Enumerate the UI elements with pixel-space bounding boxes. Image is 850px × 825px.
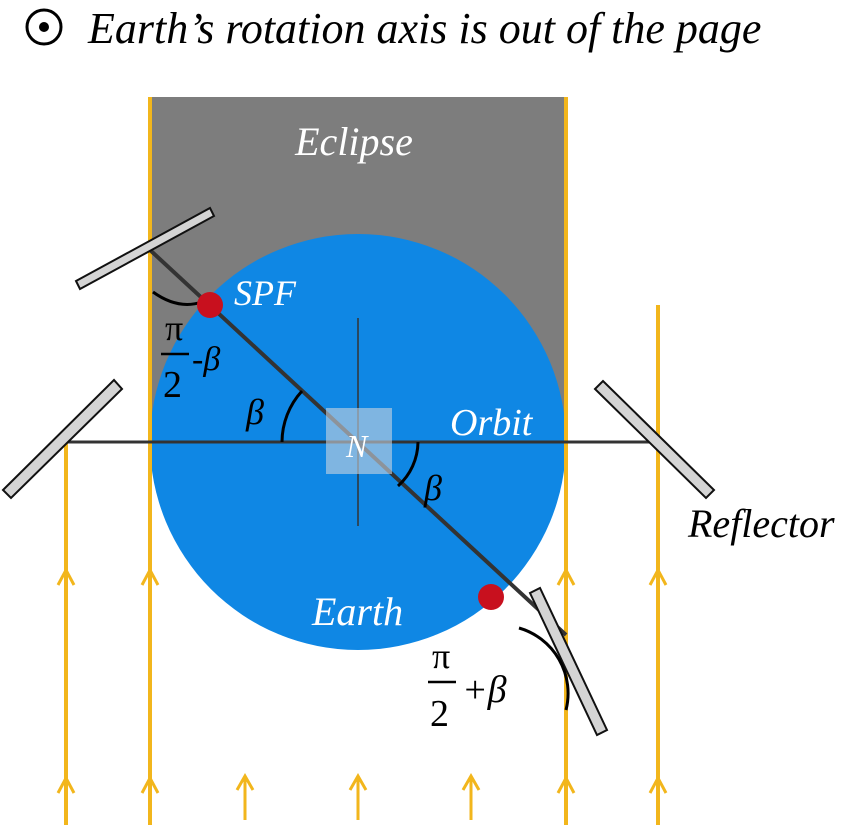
caption: Earth’s rotation axis is out of the page — [25, 4, 761, 53]
ray-arrow — [348, 772, 368, 791]
center-label: N — [345, 428, 369, 464]
angle-fraction-left: π 2 -β — [161, 308, 220, 406]
minus-beta-label: -β — [192, 341, 220, 378]
pi-numerator-left: π — [165, 308, 183, 348]
lower-marker — [478, 584, 504, 610]
center-box — [326, 408, 392, 474]
ray-arrow — [140, 774, 160, 794]
beta-label-right: β — [423, 468, 442, 508]
reflector-upper-left — [74, 206, 216, 291]
reflector-lower — [528, 586, 609, 737]
ray-arrow — [556, 566, 576, 586]
angle-fraction-right: π 2 +β — [428, 636, 507, 735]
ray-arrow — [56, 566, 76, 586]
reflector-right — [593, 379, 716, 500]
eclipse-label: Eclipse — [294, 119, 413, 164]
ray-arrow — [140, 566, 160, 586]
angle-arc-beta-right — [396, 441, 420, 488]
ray-arrow — [556, 774, 576, 794]
ray-arrow — [461, 772, 481, 791]
caption-text: Earth’s rotation axis is out of the page — [87, 4, 761, 53]
spf-label: SPF — [234, 273, 297, 313]
ray-arrow — [56, 774, 76, 794]
spf-marker — [197, 292, 223, 318]
reflector-left — [1, 378, 124, 500]
two-denominator-left: 2 — [163, 364, 182, 406]
ray-arrow — [648, 774, 668, 794]
reflector-label: Reflector — [687, 501, 835, 546]
earth-label: Earth — [311, 589, 403, 634]
ray-arrow — [648, 566, 668, 586]
sunlight-arrows — [56, 566, 668, 820]
orbit-label: Orbit — [450, 402, 534, 444]
two-denominator-right: 2 — [430, 693, 449, 735]
plus-beta-label: +β — [462, 669, 507, 711]
beta-label-left: β — [245, 392, 264, 432]
reflectors — [1, 206, 716, 737]
angle-arc-lower — [518, 626, 570, 711]
angle-arc-beta-left — [280, 389, 304, 443]
pi-numerator-right: π — [432, 636, 450, 676]
ray-arrow — [235, 772, 255, 791]
dot-in-circle-icon — [25, 8, 63, 46]
